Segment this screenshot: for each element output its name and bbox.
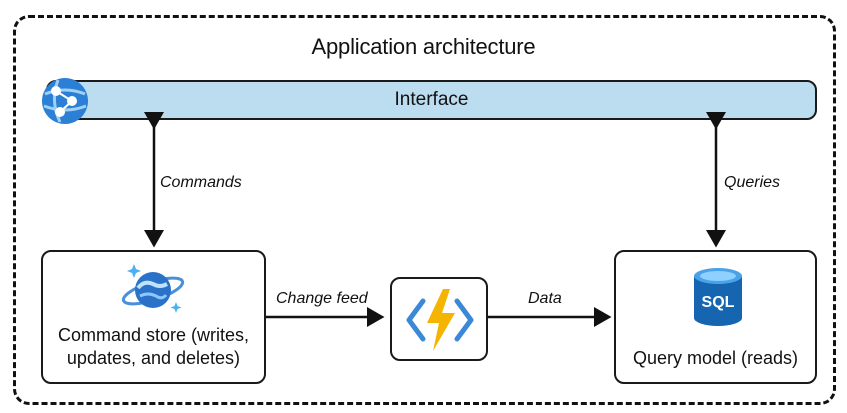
azure-function-icon <box>406 289 474 351</box>
cosmos-db-icon <box>121 264 185 313</box>
sql-database-icon: SQL <box>694 268 742 326</box>
command-store-line1: Command store (writes, <box>57 325 250 345</box>
change-feed-label: Change feed <box>276 290 368 307</box>
interface-bar: Interface <box>46 80 817 120</box>
sql-icon-text: SQL <box>702 294 735 311</box>
queries-label: Queries <box>724 174 781 191</box>
function-box <box>390 277 488 361</box>
architecture-frame <box>13 15 836 405</box>
data-label: Data <box>528 290 562 307</box>
commands-label: Commands <box>160 174 242 191</box>
command-store-line2: updates, and deletes) <box>66 348 241 368</box>
query-model-box: SQL Query model (reads) <box>614 250 817 384</box>
diagram-title: Application architecture <box>311 34 536 59</box>
command-store-box: Command store (writes, updates, and dele… <box>41 250 266 384</box>
app-service-globe-icon <box>42 78 88 124</box>
interface-label: Interface <box>394 89 469 110</box>
query-model-label: Query model (reads) <box>632 348 799 368</box>
